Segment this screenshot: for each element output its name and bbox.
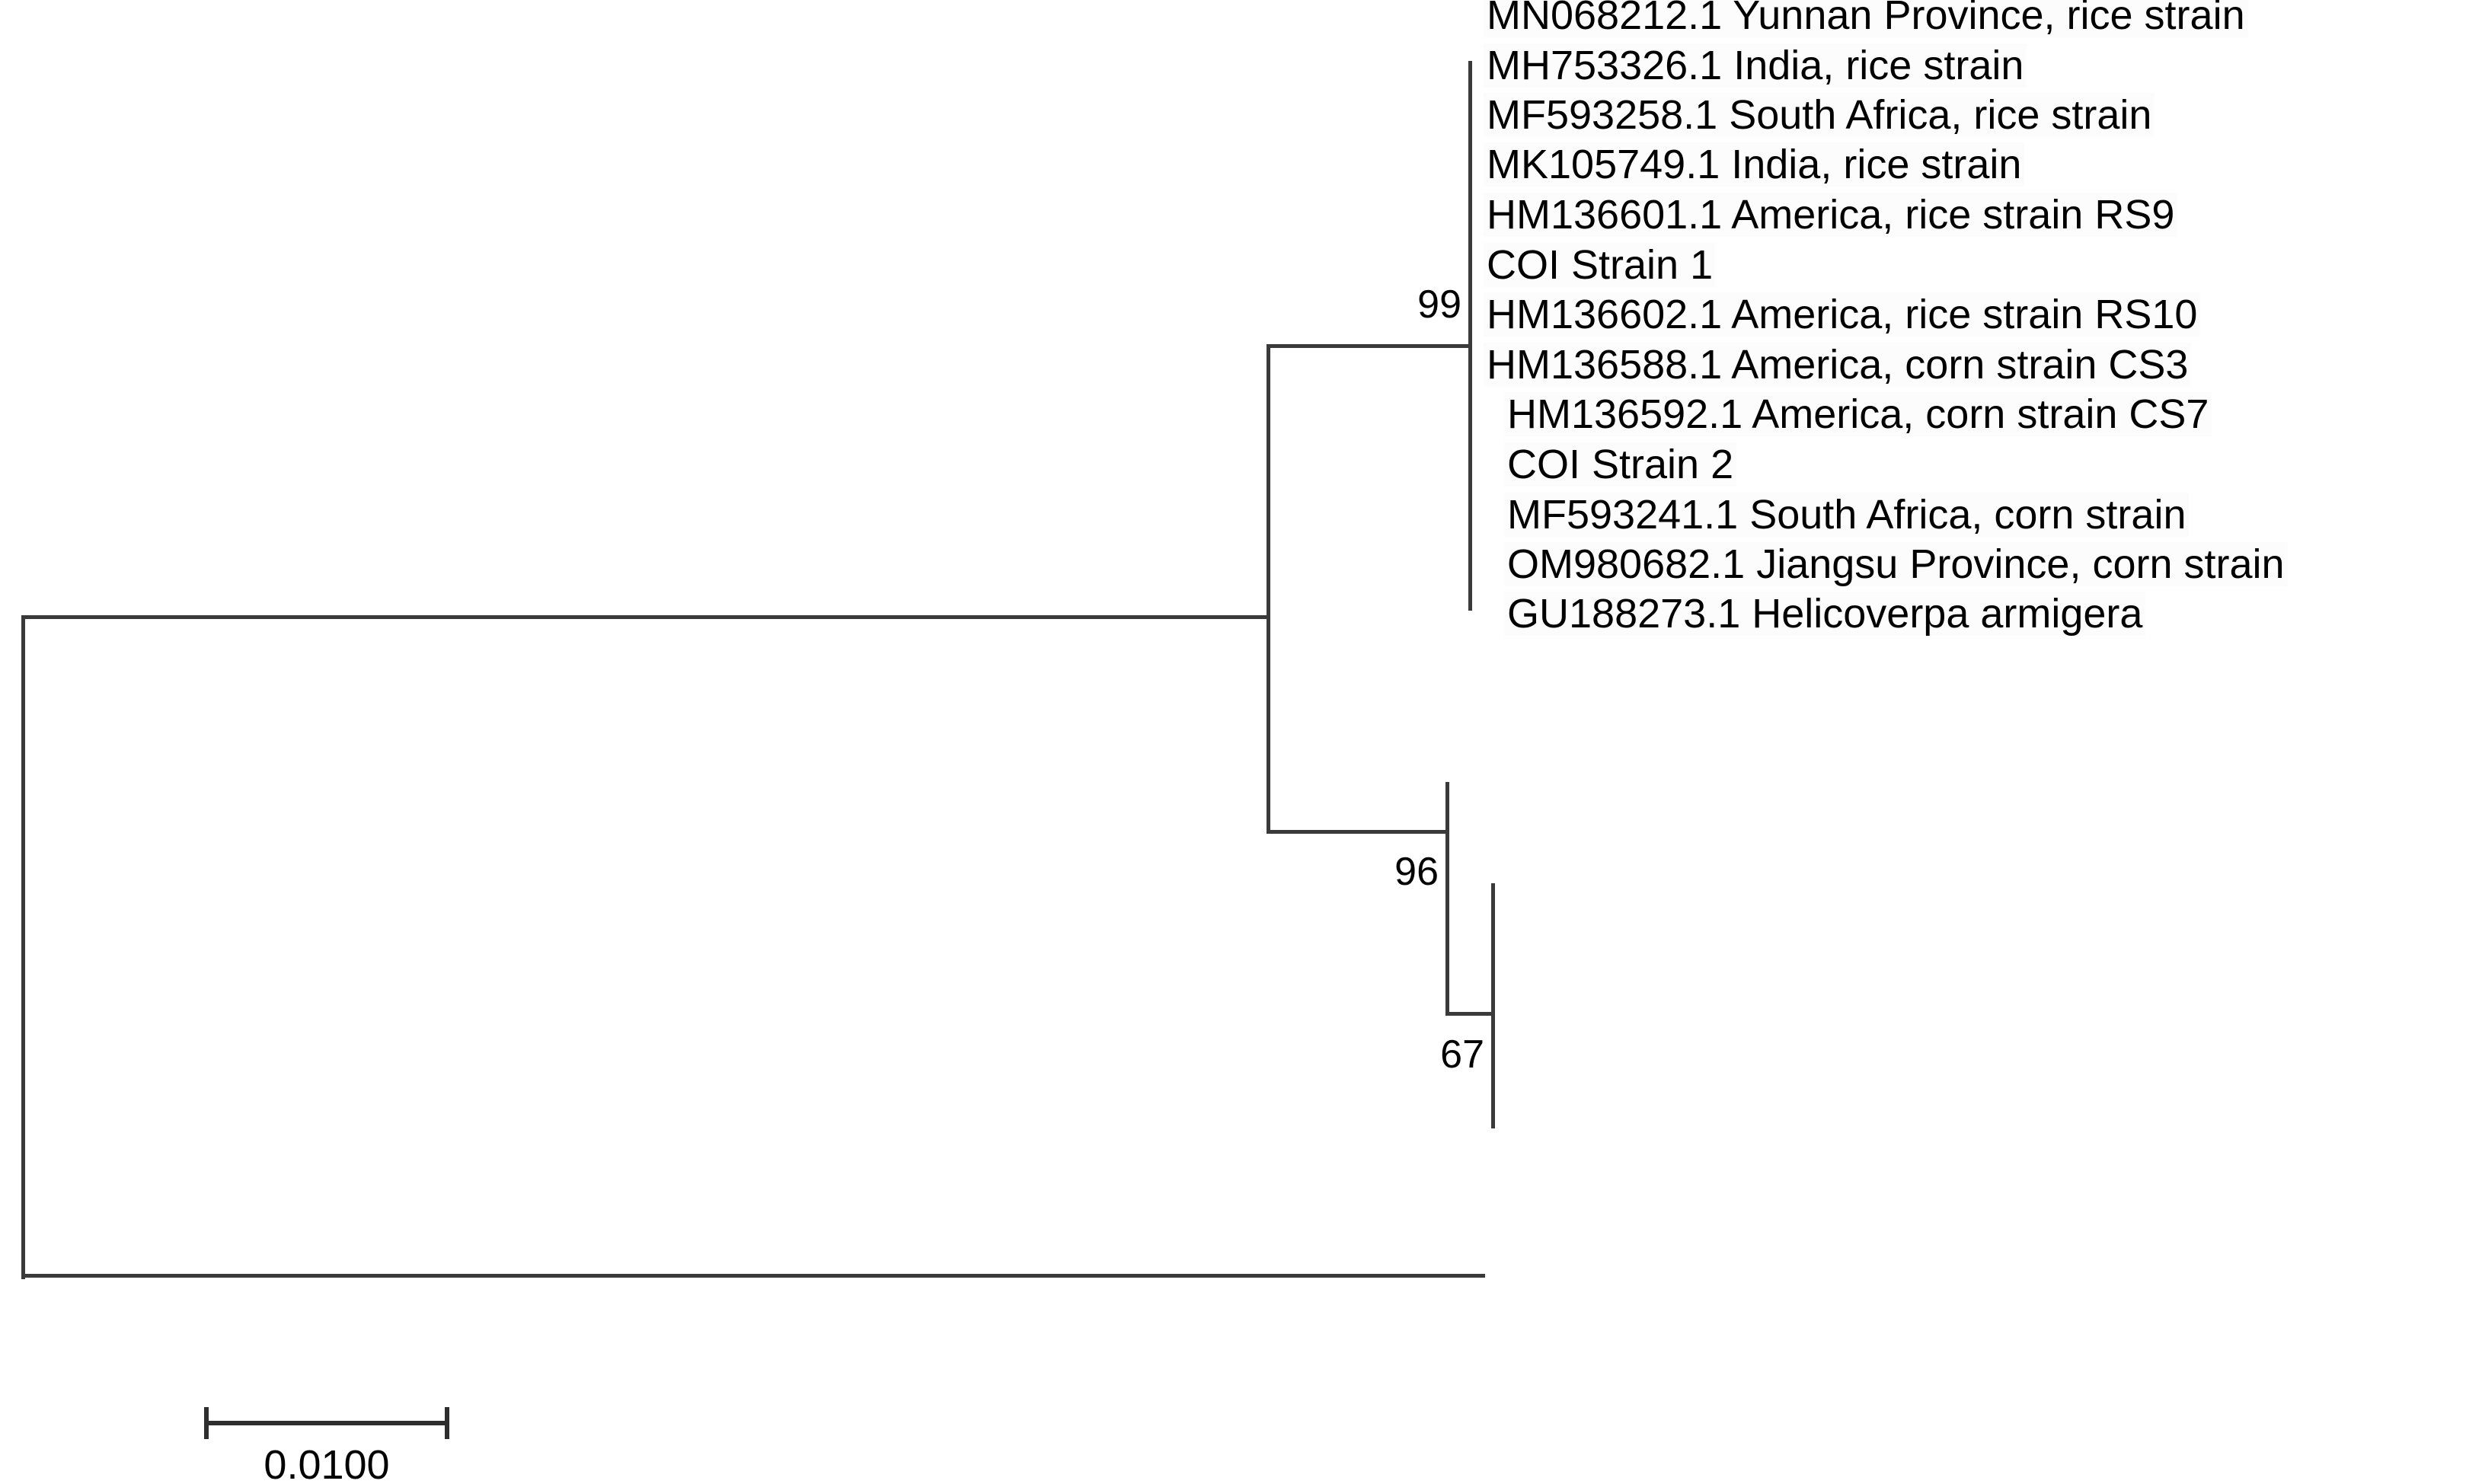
taxon-label-t6: COI Strain 1 [1484, 243, 1717, 287]
taxon-label-t12: OM980682.1 Jiangsu Province, corn strain [1504, 542, 2288, 586]
support-value-corn-clade: 96 [1394, 850, 1439, 894]
taxon-label-t9: HM136592.1 America, corn strain CS7 [1504, 392, 2212, 436]
taxon-label-t8: HM136588.1 America, corn strain CS3 [1484, 343, 2192, 387]
branch-corn-subclade-vertical [1491, 883, 1495, 1128]
branch-corn-clade-horizontal [1267, 830, 1449, 834]
branch-corn-subclade-horizontal [1445, 1012, 1495, 1016]
support-value-corn-subclade: 67 [1440, 1032, 1484, 1077]
scale-bar-rule [204, 1421, 449, 1425]
branch-corn-clade-vertical [1445, 782, 1449, 1014]
taxon-label-t5: HM136601.1 America, rice strain RS9 [1484, 193, 2178, 237]
support-value-rice-clade: 99 [1417, 282, 1461, 327]
taxon-label-t11: MF593241.1 South Africa, corn strain [1504, 493, 2190, 537]
scale-bar-cap-right [445, 1407, 449, 1439]
taxon-label-t1: MN068212.1 Yunnan Province, rice strain [1484, 0, 2248, 37]
taxon-label-t13: GU188273.1 Helicoverpa armigera [1504, 592, 2146, 636]
taxon-label-t2: MH753326.1 India, rice strain [1484, 43, 2027, 88]
taxon-label-t3: MF593258.1 South Africa, rice strain [1484, 93, 2155, 137]
taxon-label-t10: COI Strain 2 [1504, 442, 1737, 487]
taxon-label-t4: MK105749.1 India, rice strain [1484, 142, 2025, 187]
branch-root-to-ingroup-horizontal [21, 615, 1270, 619]
branch-rice-clade-vertical [1468, 61, 1472, 611]
branch-rice-clade-horizontal [1267, 344, 1472, 348]
branch-ingroup-vertical [1267, 344, 1270, 832]
taxon-label-t7: HM136602.1 America, rice strain RS10 [1484, 292, 2201, 337]
branch-root-stem-vertical [21, 615, 25, 1279]
scale-bar-label: 0.0100 [264, 1442, 390, 1484]
branch-outgroup-horizontal [21, 1274, 1485, 1278]
